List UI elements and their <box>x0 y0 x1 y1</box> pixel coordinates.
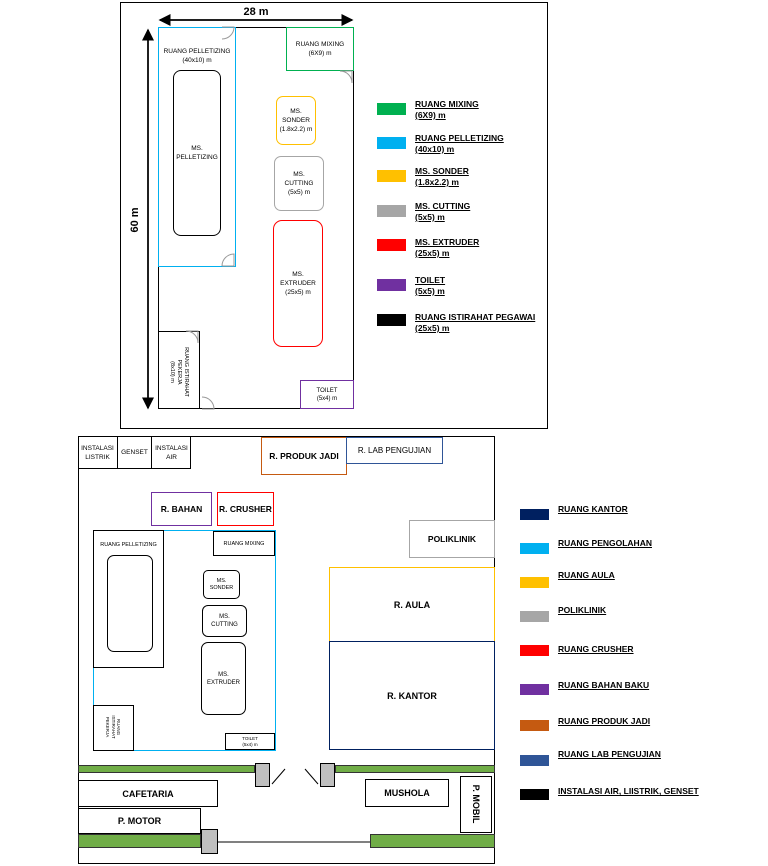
rest-room-small <box>93 705 134 751</box>
legend-label-cutting: MS. CUTTING(5x5) m <box>415 201 471 222</box>
legend-label-crusher: RUANG CRUSHER <box>558 644 634 654</box>
legend-swatch-bahan <box>520 684 549 695</box>
legend-swatch-cutting <box>377 205 406 217</box>
legend-label-mixing: RUANG MIXING(6X9) m <box>415 99 479 120</box>
pelletizing-room-small-label: RUANG PELLETIZING <box>100 542 157 548</box>
legend-label-extruder: MS. EXTRUDER(25x5) m <box>415 237 480 258</box>
legend-swatch-mixing <box>377 103 406 115</box>
mixing-room: RUANG MIXING (6X9) m <box>286 27 354 71</box>
lab-pengujian-room: R. LAB PENGUJIAN <box>346 437 443 464</box>
mushola: MUSHOLA <box>365 779 449 807</box>
toilet-room: TOILET (5x4) m <box>300 380 354 409</box>
sonder-machine-small: MS.SONDER <box>203 570 240 599</box>
legend-label-aula: RUANG AULA <box>558 570 615 580</box>
p-mobil <box>460 776 492 833</box>
legend-label-kantor: RUANG KANTOR <box>558 504 628 514</box>
mixing-room-small: RUANG MIXING <box>213 531 275 556</box>
fence-lower-right <box>370 834 495 848</box>
pelletizing-machine: MS. PELLETIZING <box>173 70 221 236</box>
legend-label-bahan: RUANG BAHAN BAKU <box>558 680 650 690</box>
rest-room <box>158 331 200 409</box>
top-plan-frame <box>120 2 548 429</box>
instalasi-listrik: INSTALASI LISTRIK <box>78 436 118 469</box>
gate-post-lower <box>201 829 218 854</box>
legend-swatch-aula <box>520 577 549 588</box>
p-motor: P. MOTOR <box>78 808 201 834</box>
width-dimension-label: 28 m <box>243 6 269 18</box>
crusher-room: R. CRUSHER <box>217 492 274 526</box>
toilet-room-small: TOILET(5x4) m <box>225 733 275 750</box>
legend-label-produk-jadi: RUANG PRODUK JADI <box>558 716 651 726</box>
legend-label-pengolahan: RUANG PENGOLAHAN <box>558 538 652 548</box>
cutting-machine: MS. CUTTING (5x5) m <box>274 156 324 211</box>
legend-swatch-lab <box>520 755 549 766</box>
gate-post-right <box>320 763 335 787</box>
p-mobil-label: P. MOBIL <box>471 784 481 824</box>
extruder-machine: MS. EXTRUDER (25x5) m <box>273 220 323 347</box>
genset: GENSET <box>118 436 152 469</box>
pelletizing-room-small <box>93 530 164 668</box>
legend-swatch-produk-jadi <box>520 720 549 731</box>
legend-swatch-pengolahan <box>520 543 549 554</box>
legend-label-sonder: MS. SONDER(1.8x2.2) m <box>415 166 469 187</box>
gate-post-left <box>255 763 270 787</box>
legend-label-rest: RUANG ISTIRAHAT PEGAWAI(25x5) m <box>415 312 536 333</box>
legend-swatch-sonder <box>377 170 406 182</box>
legend-swatch-crusher <box>520 645 549 656</box>
fence-upper-left <box>78 765 255 773</box>
cutting-machine-small: MS.CUTTING <box>202 605 247 637</box>
legend-swatch-rest <box>377 314 406 326</box>
kantor-room: R. KANTOR <box>329 641 495 750</box>
installations-group <box>78 436 191 469</box>
extruder-machine-small: MS.EXTRUDER <box>201 642 246 715</box>
legend-swatch-kantor <box>520 509 549 520</box>
legend-swatch-extruder <box>377 239 406 251</box>
fence-lower-left <box>78 834 201 848</box>
legend-swatch-poliklinik <box>520 611 549 622</box>
legend-label-instalasi: INSTALASI AIR, LIISTRIK, GENSET <box>558 786 699 796</box>
sonder-machine: MS. SONDER (1.8x2.2) m <box>276 96 316 145</box>
legend-swatch-toilet <box>377 279 406 291</box>
bahan-room: R. BAHAN <box>151 492 212 526</box>
legend-swatch-pelletizing <box>377 137 406 149</box>
legend-swatch-instalasi <box>520 789 549 800</box>
pelletizing-room-label: RUANG PELLETIZING (40x10) m <box>163 48 231 64</box>
legend-label-poliklinik: POLIKLINIK <box>558 605 607 615</box>
legend-label-pelletizing: RUANG PELLETIZING(40x10) m <box>415 133 504 154</box>
fence-upper-right <box>335 765 495 773</box>
legend-label-toilet: TOILET(5x5) m <box>415 275 446 296</box>
instalasi-air: INSTALASI AIR <box>155 444 188 461</box>
poliklinik-room: POLIKLINIK <box>409 520 495 558</box>
pelletizing-machine-small <box>107 555 153 652</box>
legend-label-lab: RUANG LAB PENGUJIAN <box>558 749 661 759</box>
pelletizing-room <box>158 27 236 267</box>
cafetaria: CAFETARIA <box>78 780 218 807</box>
